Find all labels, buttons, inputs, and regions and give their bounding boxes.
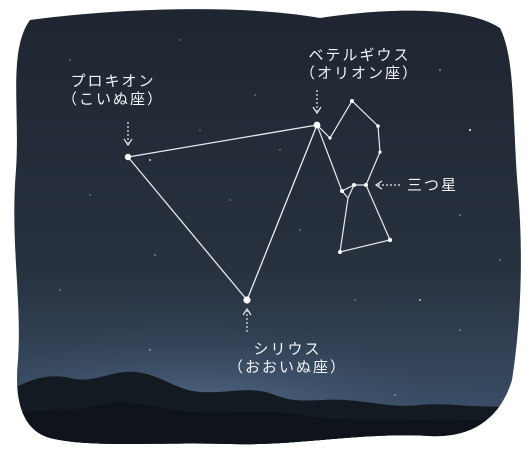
star-orion-shield-low — [378, 150, 381, 153]
label-belt: 三つ星 — [407, 176, 458, 194]
star-saiph — [338, 250, 342, 254]
star-belt-3 — [364, 183, 368, 187]
label-sirius: シリウス （おおいぬ座） — [228, 340, 347, 376]
star-betelgeuse — [314, 122, 321, 129]
label-betelgeuse-name: ベテルギウス — [300, 46, 419, 64]
label-betelgeuse-constellation: （オリオン座） — [300, 64, 419, 82]
star-belt-1 — [340, 189, 344, 193]
label-betelgeuse: ベテルギウス （オリオン座） — [300, 46, 419, 82]
star-rigel — [388, 238, 392, 242]
label-belt-name: 三つ星 — [407, 176, 458, 194]
star-procyon — [125, 154, 131, 160]
star-orion-shield — [376, 124, 380, 128]
star-bellatrix — [350, 99, 354, 103]
label-procyon-name: プロキオン — [62, 72, 164, 90]
label-procyon: プロキオン （こいぬ座） — [62, 72, 164, 108]
star-orion-head — [328, 136, 331, 139]
label-sirius-constellation: （おおいぬ座） — [228, 358, 347, 376]
label-procyon-constellation: （こいぬ座） — [62, 90, 164, 108]
star-sirius — [243, 296, 250, 303]
label-sirius-name: シリウス — [228, 340, 347, 358]
star-belt-2 — [352, 183, 356, 187]
